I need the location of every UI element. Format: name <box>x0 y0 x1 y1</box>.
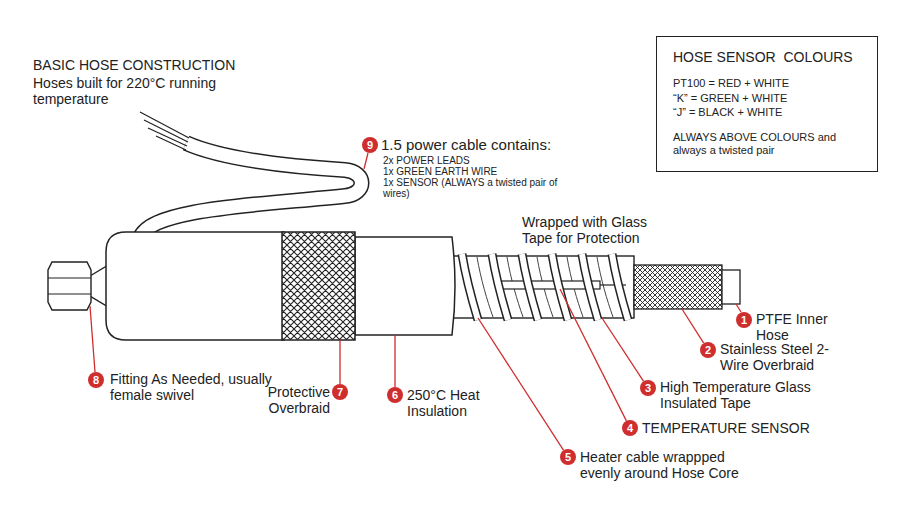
leader-line <box>394 335 395 387</box>
part-name: Protective Overbraid <box>238 384 330 416</box>
part-name: Stainless Steel 2-Wire Overbraid <box>720 341 845 373</box>
callout-disc <box>387 387 403 403</box>
cable-fill <box>140 143 362 238</box>
callout-disc <box>622 420 638 436</box>
callout-number: 1 <box>736 312 752 328</box>
label-slot: High Temperature Glass Insulated Tape <box>660 379 835 411</box>
box-line: PT100 = RED + WHITE <box>673 77 861 90</box>
cable-content: 1x GREEN EARTH WIRE <box>383 166 583 177</box>
cable-outline <box>140 143 362 238</box>
callout-slot: 1 <box>736 312 752 328</box>
callout-disc <box>700 342 716 358</box>
cable-wires <box>140 112 189 150</box>
callout-number: 3 <box>640 380 656 396</box>
callout-number: 8 <box>88 372 104 388</box>
heater-coil-outline <box>462 254 628 320</box>
callout-disc <box>736 312 752 328</box>
callout-slot: 4 <box>622 420 638 436</box>
callout-slot: 2 <box>700 342 716 358</box>
fitting-nut <box>48 262 91 310</box>
leader-lines <box>90 153 741 450</box>
callout-number: 2 <box>700 342 716 358</box>
box-heading: HOSE SENSOR COLOURS <box>673 49 861 65</box>
hose-cover <box>106 232 284 340</box>
callout-disc <box>362 137 378 153</box>
part-name: High Temperature Glass Insulated Tape <box>660 379 835 411</box>
ptfe-inner-hose <box>722 270 740 304</box>
part-name: 1.5 power cable contains: <box>381 136 621 153</box>
callout-number: 4 <box>622 420 638 436</box>
part-name: Heater cable wrappped evenly around Hose… <box>580 449 755 481</box>
diagram-title: BASIC HOSE CONSTRUCTION <box>33 57 235 73</box>
box-line: ALWAYS ABOVE COLOURS and always a twiste… <box>673 131 838 156</box>
callout-disc <box>332 384 348 400</box>
part-name: 250°C Heat Insulation <box>407 387 527 419</box>
leader-line <box>682 309 704 343</box>
callout-number: 7 <box>332 384 348 400</box>
legend-box: HOSE SENSOR COLOURS PT100 = RED + WHITE “K… <box>656 36 878 172</box>
label-slot: 1x SENSOR (ALWAYS a twisted pair of wire… <box>383 177 568 199</box>
cable-content: 2x POWER LEADS <box>383 155 583 166</box>
callout-disc <box>560 449 576 465</box>
power-cable <box>140 112 362 238</box>
label-slot: Stainless Steel 2-Wire Overbraid <box>720 341 845 373</box>
leader-line <box>602 318 644 381</box>
title-slot: BASIC HOSE CONSTRUCTION <box>33 57 235 73</box>
part-name: Fitting As Needed, usually female swivel <box>110 371 275 403</box>
label-slot: Protective Overbraid <box>238 384 330 416</box>
box-line: “K” = GREEN + WHITE <box>673 92 861 105</box>
label-slot: Wrapped with Glass Tape for Protection <box>522 214 672 246</box>
protective-overbraid <box>282 232 355 340</box>
leader-line <box>736 304 741 312</box>
callout-slot: 6 <box>387 387 403 403</box>
leader-line <box>90 306 95 372</box>
label-slot: Fitting As Needed, usually female swivel <box>110 371 275 403</box>
label-slot: Heater cable wrappped evenly around Hose… <box>580 449 755 481</box>
leader-line <box>339 340 340 384</box>
part-name: TEMPERATURE SENSOR <box>642 420 822 436</box>
label-slot: TEMPERATURE SENSOR <box>642 420 822 436</box>
callout-number: 6 <box>387 387 403 403</box>
nut-facets <box>48 278 91 294</box>
label-slot: 250°C Heat Insulation <box>407 387 527 419</box>
callout-slot: 5 <box>560 449 576 465</box>
callout-slot: 7 <box>332 384 348 400</box>
callout-slot: 3 <box>640 380 656 396</box>
box-line: “J” = BLACK + WHITE <box>673 106 861 119</box>
heater-coil-fill <box>462 254 628 320</box>
label-slot: Hoses built for 220°C running temperatur… <box>33 75 248 107</box>
heater-cable <box>462 254 628 320</box>
label-slot: PTFE Inner Hose <box>756 311 851 343</box>
callout-number: 5 <box>560 449 576 465</box>
callout-slot: 9 <box>362 137 378 153</box>
heat-insulation <box>355 237 455 335</box>
callout-discs <box>88 137 752 465</box>
stainless-overbraid <box>634 265 722 309</box>
label-slot: 1.5 power cable contains: <box>381 136 621 153</box>
cable-content: 1x SENSOR (ALWAYS a twisted pair of wire… <box>383 177 568 199</box>
leader-line <box>478 318 564 450</box>
subtitle: Hoses built for 220°C running temperatur… <box>33 75 248 107</box>
callout-disc <box>88 372 104 388</box>
label-slot: 1x GREEN EARTH WIRE <box>383 166 583 177</box>
leader-line <box>560 289 626 421</box>
callout-disc <box>640 380 656 396</box>
callout-number: 9 <box>362 137 378 153</box>
label-slot: 2x POWER LEADS <box>383 155 583 166</box>
part-name: PTFE Inner Hose <box>756 311 851 343</box>
leader-line <box>364 153 368 169</box>
callout-slot: 8 <box>88 372 104 388</box>
note: Wrapped with Glass Tape for Protection <box>522 214 672 246</box>
